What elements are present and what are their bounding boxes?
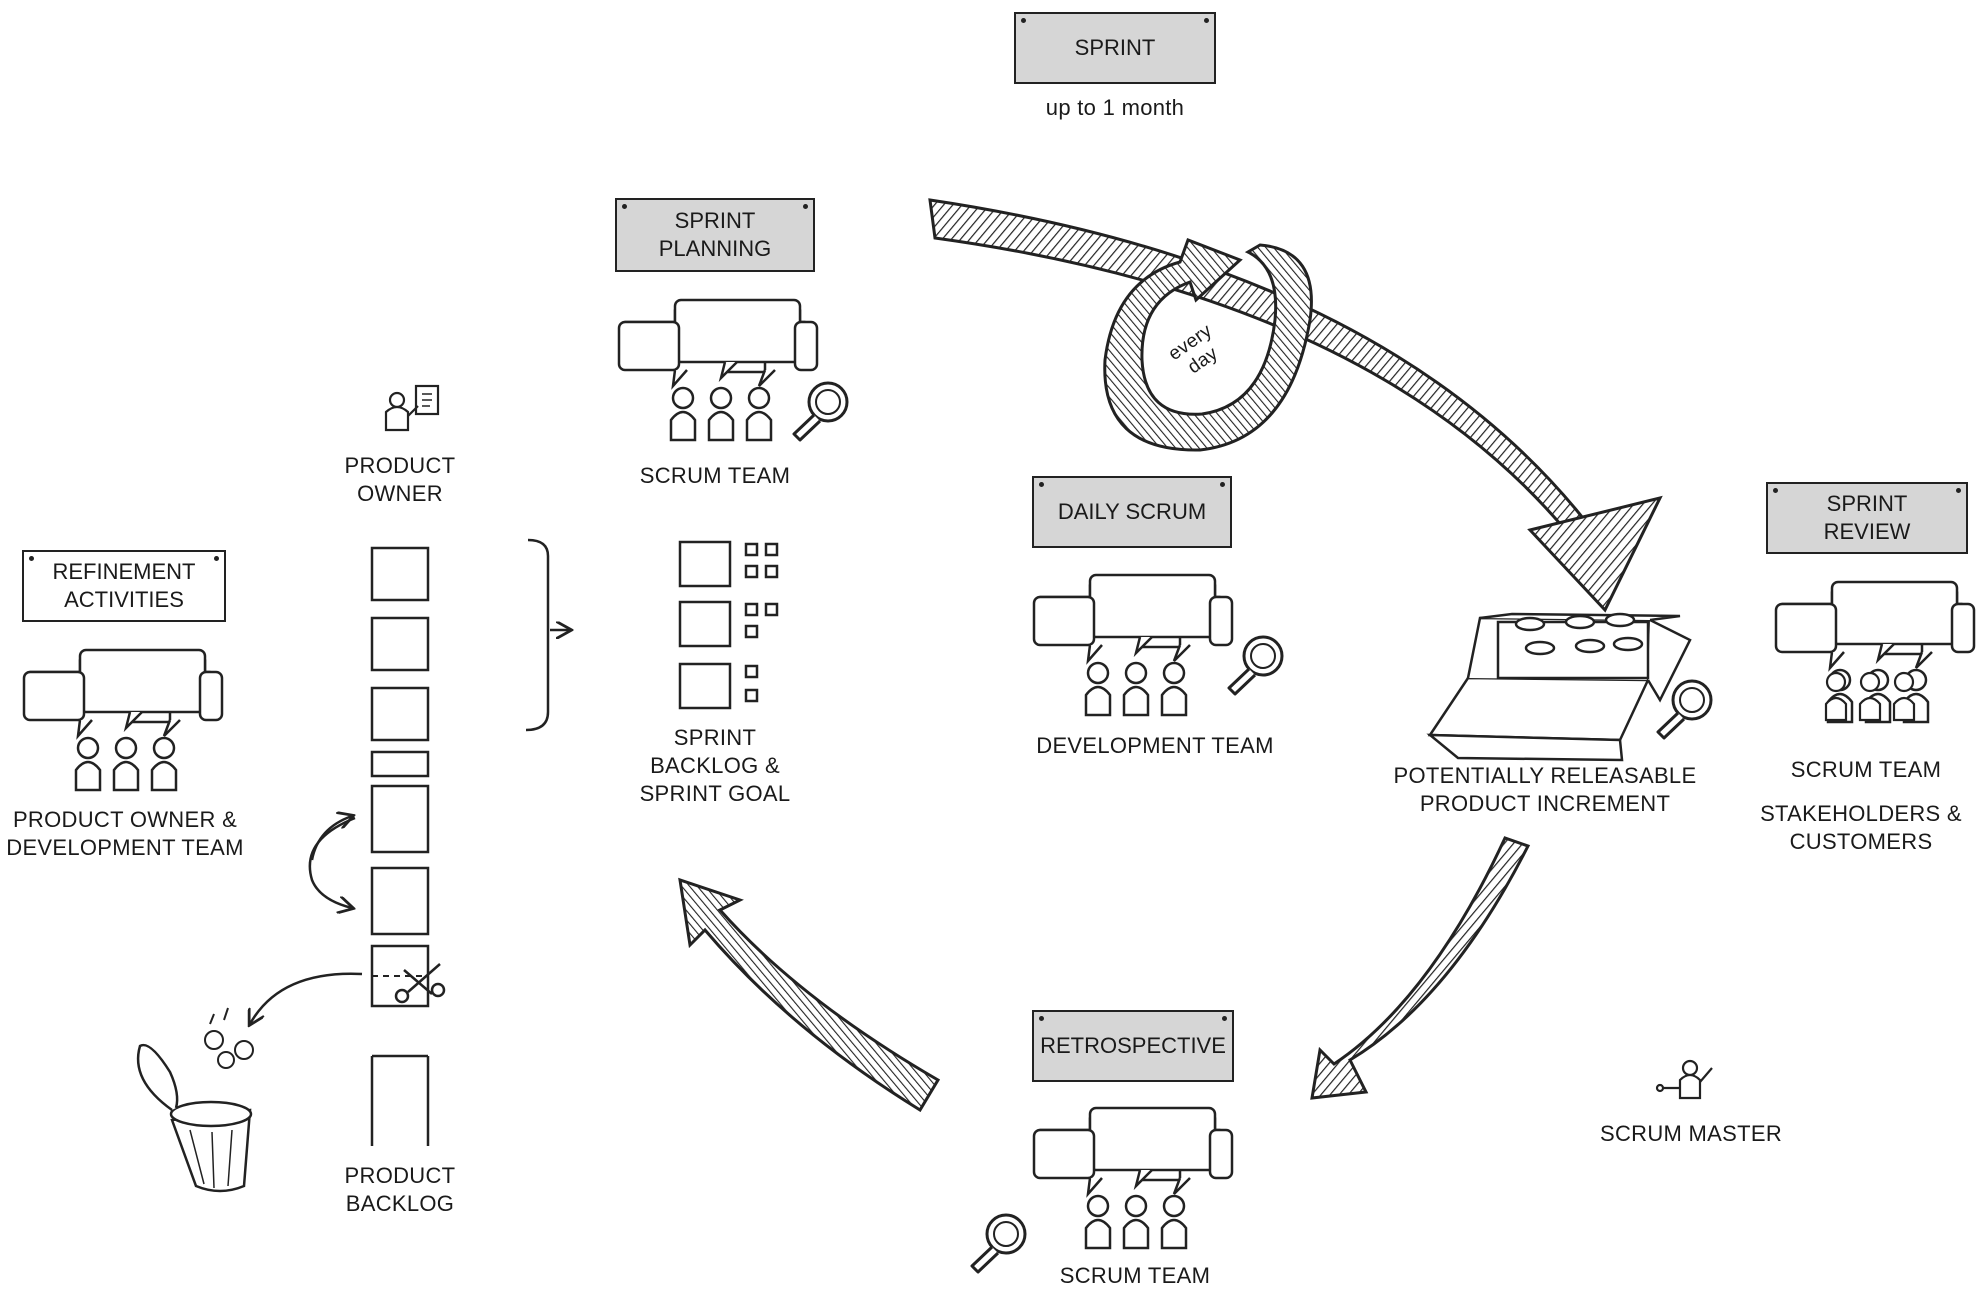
- refinement-meeting-icon: [22, 648, 224, 792]
- retrospective-title: RETROSPECTIVE: [1032, 1010, 1234, 1082]
- product-owner-icon: [384, 384, 440, 432]
- product-backlog-label: PRODUCT BACKLOG: [344, 1163, 456, 1216]
- scrum-master-icon: [1655, 1059, 1713, 1100]
- sprint-review-title: SPRINT REVIEW: [1766, 482, 1968, 554]
- product-backlog-column: [370, 546, 430, 1146]
- sprint-arc-lower-right: [1310, 836, 1531, 1100]
- retrospective-people: SCRUM TEAM: [1059, 1263, 1211, 1288]
- sprint-planning-people: SCRUM TEAM: [639, 463, 791, 488]
- sprint-duration: up to 1 month: [1045, 95, 1185, 120]
- crumpled-paper-icon: [204, 1007, 254, 1069]
- trash-bin-icon: [136, 1043, 253, 1193]
- reorder-arrow: [308, 816, 355, 908]
- retrospective-meeting-icon: [1032, 1106, 1234, 1250]
- sprint-arc-lower-left: [678, 877, 941, 1113]
- product-owner-label: PRODUCT OWNER: [344, 453, 456, 506]
- retrospective-magnifier-icon: [970, 1213, 1027, 1274]
- sprint-review-meeting-icon: [1774, 580, 1976, 724]
- sprint-planning-meeting-icon: [617, 298, 819, 442]
- sprint-review-guests: STAKEHOLDERS & CUSTOMERS: [1760, 801, 1962, 854]
- selection-bracket: [525, 538, 550, 732]
- sprint-planning-magnifier-icon: [792, 381, 849, 442]
- product-increment-icon: [1426, 612, 1692, 762]
- sprint-backlog-label: SPRINT BACKLOG & SPRINT GOAL: [639, 725, 791, 806]
- sprint-review-people: SCRUM TEAM: [1790, 757, 1942, 782]
- daily-loop: [1103, 238, 1313, 452]
- scissors-icon: [394, 963, 446, 1004]
- refinement-people: PRODUCT OWNER & DEVELOPMENT TEAM: [6, 807, 244, 860]
- sprint-backlog-items: [678, 540, 779, 710]
- daily-scrum-people: DEVELOPMENT TEAM: [1036, 733, 1274, 758]
- daily-scrum-title: DAILY SCRUM: [1032, 476, 1232, 548]
- discard-arrow: [250, 972, 363, 1024]
- scrum-master-label: SCRUM MASTER: [1599, 1121, 1783, 1146]
- refinement-title: REFINEMENT ACTIVITIES: [22, 550, 226, 622]
- sprint-arc-head: [1527, 495, 1663, 613]
- sprint-title: SPRINT: [1014, 12, 1216, 84]
- increment-label: POTENTIALLY RELEASABLE PRODUCT INCREMENT: [1393, 763, 1697, 816]
- daily-scrum-magnifier-icon: [1227, 635, 1284, 696]
- daily-scrum-meeting-icon: [1032, 573, 1234, 717]
- sprint-planning-title: SPRINT PLANNING: [615, 198, 815, 272]
